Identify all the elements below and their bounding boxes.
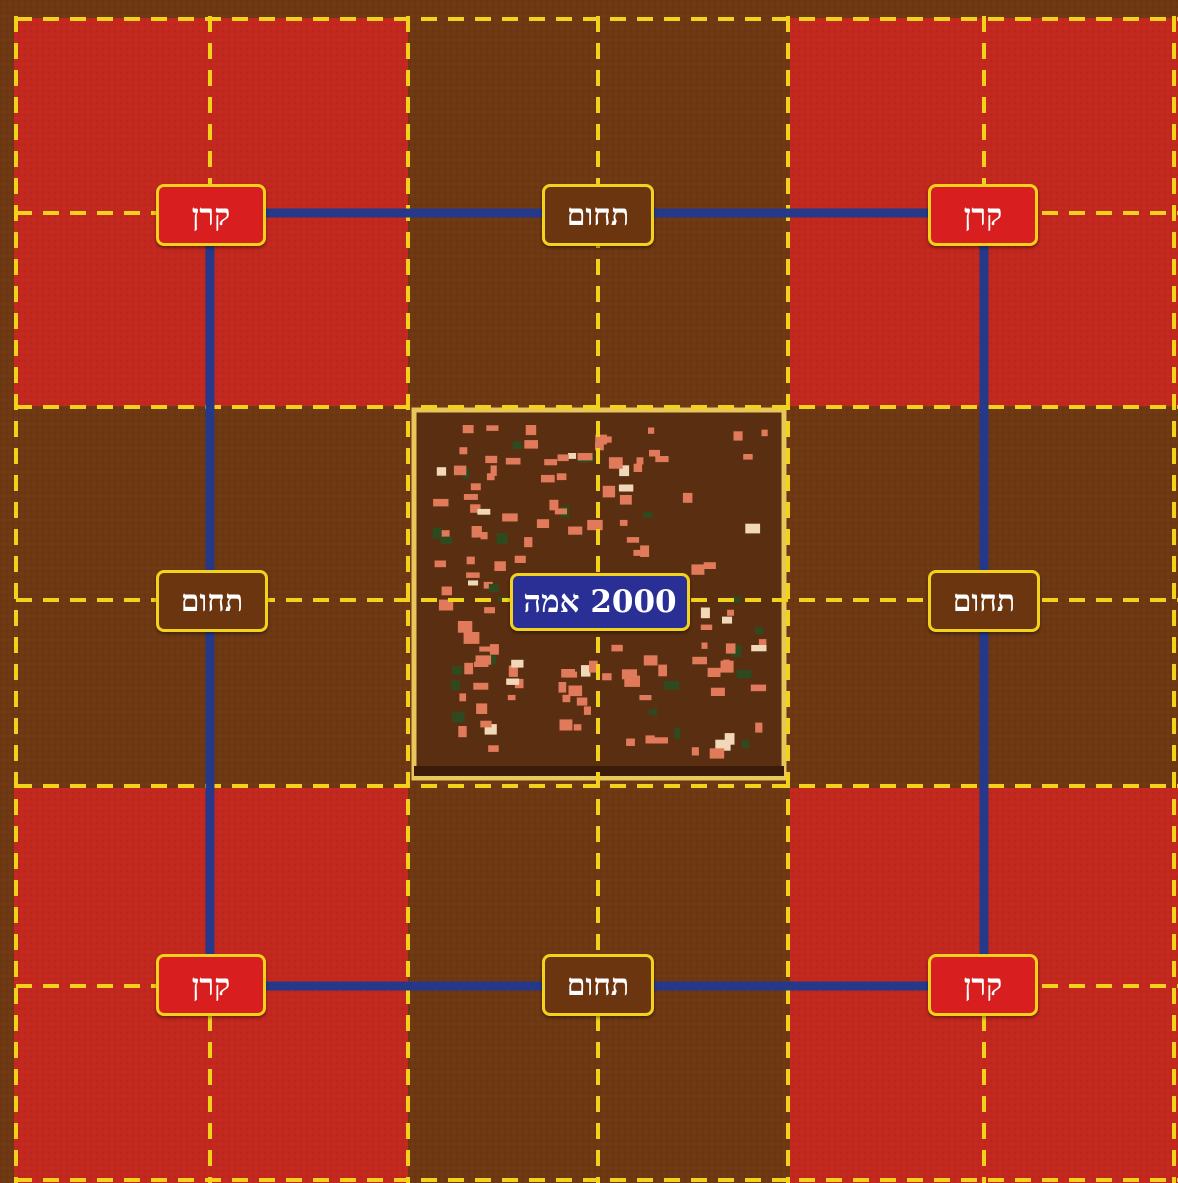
center-distance-label: 2000 אמה <box>510 573 690 631</box>
border-label-top: תחום <box>542 184 654 246</box>
corner-label-top-right: קרן <box>928 184 1038 246</box>
border-label-left: תחום <box>156 570 268 632</box>
corner-label-bottom-left: קרן <box>156 954 266 1016</box>
border-label-right: תחום <box>928 570 1040 632</box>
border-label-bottom: תחום <box>542 954 654 1016</box>
corner-label-top-left: קרן <box>156 184 266 246</box>
corner-label-bottom-right: קרן <box>928 954 1038 1016</box>
